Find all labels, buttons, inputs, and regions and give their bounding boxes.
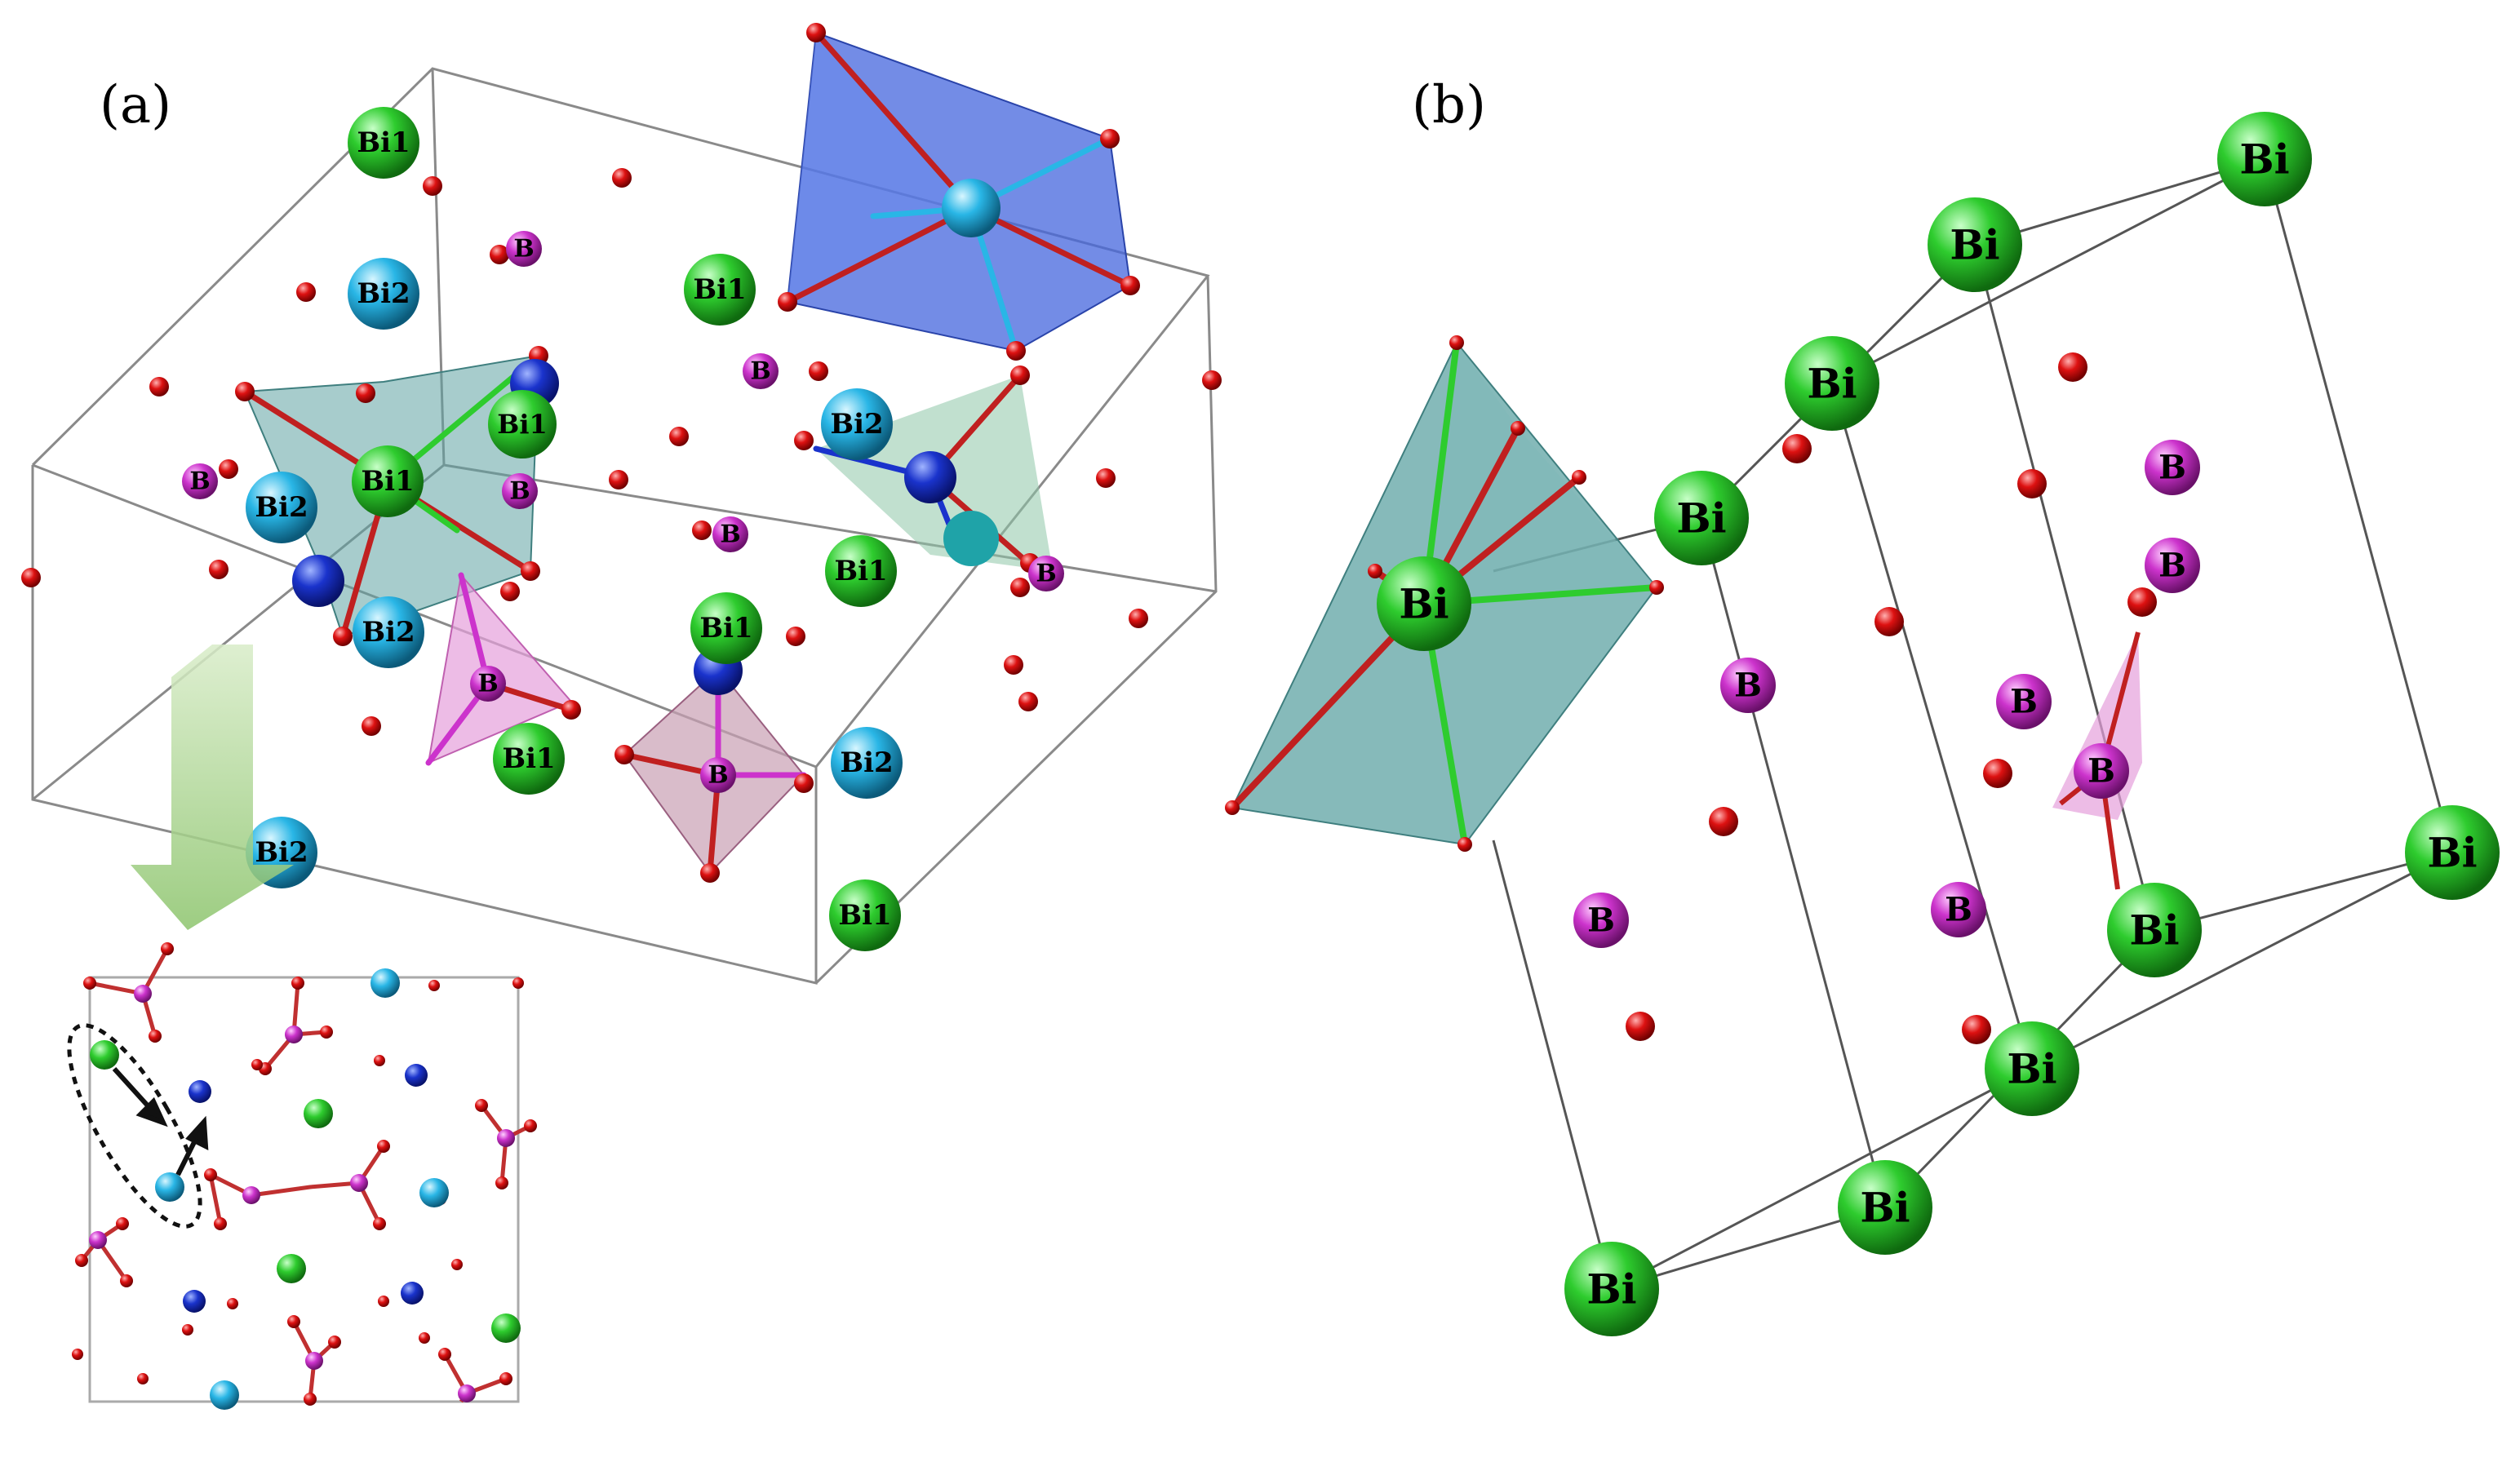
svg-text:Bi: Bi: [2239, 135, 2289, 184]
bi-atom: Bi: [2107, 883, 2202, 977]
svg-text:B: B: [509, 477, 530, 506]
svg-text:Bi: Bi: [2007, 1045, 2056, 1093]
bi1-atom: Bi1: [352, 445, 424, 517]
bi-atom: Bi: [2405, 805, 2500, 900]
svg-text:Bi: Bi: [1399, 580, 1449, 628]
b-atom: B: [1720, 658, 1776, 713]
bi2-atom: Bi2: [821, 388, 893, 460]
bi-atom: Bi: [1838, 1160, 1932, 1255]
svg-text:Bi: Bi: [2129, 906, 2179, 955]
svg-text:B: B: [1036, 560, 1056, 588]
panel-b-oxygen-atoms: [1626, 352, 2157, 1044]
b-atom: B: [506, 231, 542, 267]
b-atom: B: [2145, 440, 2200, 495]
bi-atom: Bi: [1564, 1242, 1659, 1336]
svg-text:Bi1: Bi1: [693, 273, 746, 306]
svg-text:B: B: [2010, 683, 2038, 721]
svg-text:Bi: Bi: [1860, 1184, 1910, 1232]
bi1-atom: Bi1: [825, 535, 897, 607]
svg-text:Bi2: Bi2: [255, 491, 308, 524]
svg-text:B: B: [720, 521, 740, 549]
svg-text:Bi: Bi: [2427, 829, 2477, 877]
b-atom: B: [712, 516, 748, 552]
panel-a-b-atoms: B B B B B B B B: [182, 231, 1064, 793]
panel-a-label: (a): [100, 75, 171, 135]
panel-b-bi-atoms: Bi Bi Bi Bi Bi Bi Bi Bi Bi Bi: [1377, 112, 2500, 1336]
svg-text:Bi2: Bi2: [840, 746, 893, 779]
svg-text:Bi2: Bi2: [362, 616, 415, 649]
svg-text:Bi1: Bi1: [834, 555, 887, 587]
svg-text:B: B: [1945, 891, 1972, 929]
projection-arrow: [131, 645, 294, 930]
svg-text:B: B: [1587, 901, 1615, 940]
svg-text:B: B: [750, 357, 770, 386]
svg-text:Bi1: Bi1: [357, 126, 410, 159]
svg-text:B: B: [1734, 667, 1762, 705]
panel-a-bi1-atoms: Bi1 Bi1 Bi1 Bi1 Bi1 Bi1 Bi1 Bi1: [348, 107, 901, 951]
svg-text:B: B: [708, 761, 728, 790]
panel-b-unit-cell: [1492, 157, 2454, 1291]
b-atom: B: [2145, 538, 2200, 593]
bi1-atom: Bi1: [348, 107, 419, 179]
bi1-atom: Bi1: [684, 254, 756, 326]
panel-a-bi2-atoms: Bi2 Bi2 Bi2 Bi2 Bi2 Bi2: [246, 258, 903, 888]
svg-text:Bi1: Bi1: [497, 409, 547, 440]
svg-text:Bi1: Bi1: [361, 465, 414, 498]
bi1-atom: Bi1: [493, 723, 565, 795]
svg-text:Bi1: Bi1: [699, 612, 752, 645]
b-atom: B: [1931, 882, 1986, 937]
bi2-atom: Bi2: [353, 596, 424, 668]
b-atom: B: [700, 757, 736, 793]
b-atom: B: [1996, 674, 2052, 729]
panel-a-blue-atoms: [292, 179, 1000, 695]
panel-a-bonds: [242, 29, 1134, 876]
panel-a-oxygen-atoms: [21, 23, 1222, 883]
svg-text:B: B: [189, 467, 210, 496]
bi2-atom: Bi2: [348, 258, 419, 330]
bi2-atom: Bi2: [831, 727, 903, 799]
svg-text:Bi2: Bi2: [357, 277, 410, 310]
b-atom: B: [502, 473, 538, 509]
b-atom: B: [743, 353, 779, 389]
svg-text:Bi: Bi: [1676, 494, 1726, 543]
b-atom: B: [1573, 893, 1629, 948]
svg-text:Bi2: Bi2: [830, 408, 883, 441]
panel-a: (a): [21, 23, 1222, 1410]
bi-atom: Bi: [1785, 336, 1879, 431]
panel-b-label: (b): [1412, 75, 1486, 135]
bi2-atom: Bi2: [246, 472, 317, 543]
bi1-atom: Bi1: [829, 879, 901, 951]
svg-text:Bi: Bi: [1586, 1265, 1636, 1313]
bi-atom: Bi: [1985, 1021, 2079, 1116]
bi1-atom: Bi1: [488, 390, 557, 458]
svg-text:B: B: [513, 235, 534, 264]
panel-b: (b): [1225, 75, 2500, 1336]
panel-a-inset-projection: [67, 942, 537, 1410]
svg-text:B: B: [2087, 752, 2115, 791]
bi-atom: Bi: [1377, 556, 1471, 651]
bi-atom: Bi: [1928, 197, 2022, 292]
b-atom: B: [470, 666, 506, 702]
b-atom: B: [1028, 556, 1064, 591]
svg-text:B: B: [2158, 449, 2186, 487]
b-atom: B: [182, 463, 218, 499]
bi-atom: Bi: [2217, 112, 2312, 206]
bi-atom: Bi: [1654, 471, 1749, 565]
svg-text:Bi1: Bi1: [502, 742, 555, 775]
panel-b-b-atoms: B B B B B B B: [1573, 440, 2200, 948]
bi1-atom: Bi1: [690, 592, 762, 664]
svg-text:Bi: Bi: [1950, 221, 1999, 269]
b-atom: B: [2074, 743, 2129, 799]
svg-text:Bi1: Bi1: [838, 899, 891, 932]
svg-text:Bi2: Bi2: [255, 836, 308, 869]
svg-text:Bi: Bi: [1807, 360, 1857, 408]
svg-text:B: B: [2158, 547, 2186, 585]
svg-text:B: B: [477, 670, 498, 698]
